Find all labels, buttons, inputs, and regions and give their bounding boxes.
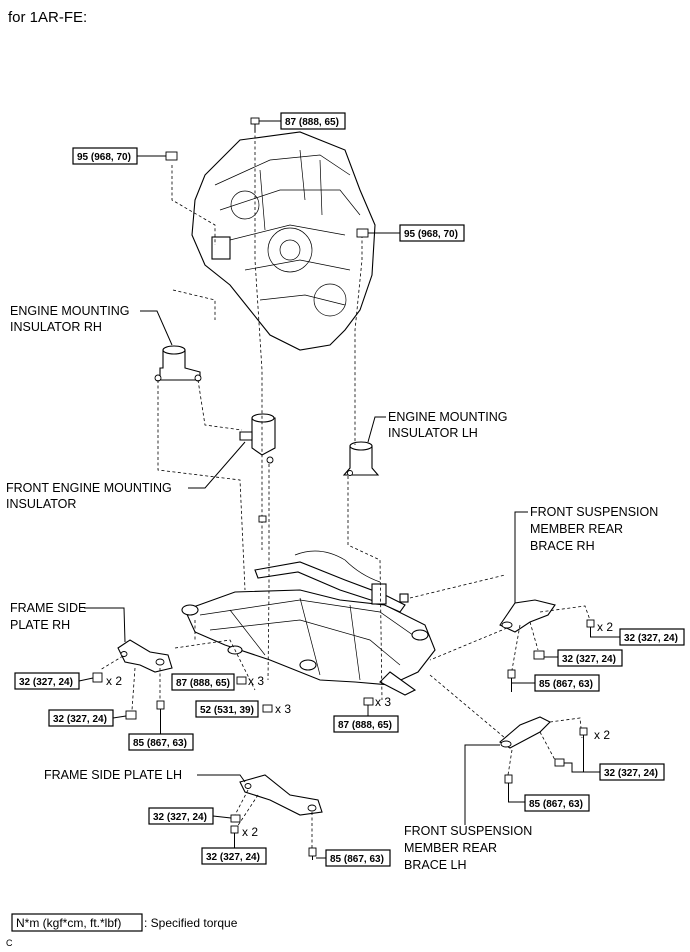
nut-icon bbox=[262, 704, 273, 713]
torque-callouts: 87 (888, 65) 95 (968, 70) 95 (968, 70) 8… bbox=[14, 112, 685, 867]
label-frame-side-plate-rh-1: FRAME SIDE bbox=[10, 601, 86, 615]
nut-icon bbox=[236, 676, 247, 685]
torque-87-center: 87 (888, 65) bbox=[176, 678, 230, 689]
label-engine-mounting-insulator-lh-2: INSULATOR LH bbox=[388, 426, 478, 440]
label-engine-mounting-insulator-rh-2: INSULATOR RH bbox=[10, 320, 102, 334]
torque-box bbox=[201, 847, 267, 865]
torque-box bbox=[171, 673, 235, 691]
engine-assembly bbox=[191, 131, 376, 351]
bolt-icon bbox=[504, 774, 513, 784]
bolt-icon bbox=[308, 847, 317, 857]
label-rear-brace-lh-3: BRACE LH bbox=[404, 858, 467, 872]
bolt-icon bbox=[586, 619, 595, 628]
frame-side-plate-rh-part bbox=[117, 639, 173, 673]
page-title: for 1AR-FE: bbox=[8, 9, 87, 26]
torque-box bbox=[280, 112, 346, 130]
torque-32-brace-rh-a: 32 (327, 24) bbox=[624, 633, 678, 644]
torque-box bbox=[599, 763, 665, 781]
front-suspension-member bbox=[181, 589, 436, 696]
multiplier-x2-frame-rh: x 2 bbox=[106, 674, 122, 688]
torque-box bbox=[399, 224, 465, 242]
torque-box bbox=[333, 715, 399, 733]
torque-32-brace-lh: 32 (327, 24) bbox=[604, 768, 658, 779]
multiplier-x3-lower: x 3 bbox=[375, 695, 391, 709]
nut-icon bbox=[356, 228, 369, 238]
torque-95-left: 95 (968, 70) bbox=[77, 152, 131, 163]
torque-95-right: 95 (968, 70) bbox=[404, 229, 458, 240]
label-engine-mounting-insulator-rh-1: ENGINE MOUNTING bbox=[10, 304, 129, 318]
torque-52-center: 52 (531, 39) bbox=[200, 705, 254, 716]
multiplier-x3-b: x 3 bbox=[275, 702, 291, 716]
legend-box bbox=[11, 913, 143, 932]
label-rear-brace-lh-2: MEMBER REAR bbox=[404, 841, 497, 855]
torque-box bbox=[557, 649, 623, 667]
torque-32-frame-rh-a: 32 (327, 24) bbox=[19, 677, 73, 688]
multiplier-x3-a: x 3 bbox=[248, 674, 264, 688]
engine-mounting-insulator-lh-part bbox=[342, 441, 380, 476]
bolt-icon bbox=[230, 825, 239, 834]
nut-icon bbox=[165, 151, 178, 161]
bolt-icon bbox=[250, 117, 260, 125]
nut-icon bbox=[125, 710, 137, 720]
torque-85-brace-lh: 85 (867, 63) bbox=[529, 799, 583, 810]
torque-87-lower: 87 (888, 65) bbox=[338, 720, 392, 731]
label-rear-brace-rh-1: FRONT SUSPENSION bbox=[530, 505, 658, 519]
part-labels: ENGINE MOUNTING INSULATOR RH ENGINE MOUN… bbox=[6, 304, 658, 872]
bolt-icon bbox=[507, 669, 516, 679]
torque-85-brace-rh: 85 (867, 63) bbox=[539, 679, 593, 690]
nut-icon bbox=[92, 672, 103, 683]
label-frame-side-plate-rh-2: PLATE RH bbox=[10, 618, 70, 632]
label-frame-side-plate-lh: FRAME SIDE PLATE LH bbox=[44, 768, 182, 782]
bolt-icon bbox=[258, 515, 267, 523]
torque-box bbox=[524, 794, 590, 812]
alignment-lines bbox=[99, 130, 591, 848]
legend-text: : Specified torque bbox=[144, 916, 238, 930]
engine-mounting-insulator-rh-part bbox=[154, 345, 202, 382]
nut-icon bbox=[554, 758, 565, 767]
label-front-engine-mounting-insulator-1: FRONT ENGINE MOUNTING bbox=[6, 481, 172, 495]
legend-unit: N*m (kgf*cm, ft.*lbf) bbox=[16, 916, 121, 930]
steering-gear-rack bbox=[254, 550, 409, 613]
frame-side-plate-lh-part bbox=[239, 774, 323, 816]
corner-code: C bbox=[6, 938, 13, 948]
front-suspension-member-rear-brace-rh-part bbox=[499, 599, 556, 633]
torque-box bbox=[534, 674, 600, 692]
label-rear-brace-rh-2: MEMBER REAR bbox=[530, 522, 623, 536]
multiplier-x2-brace-rh: x 2 bbox=[597, 620, 613, 634]
torque-32-frame-lh-b: 32 (327, 24) bbox=[206, 852, 260, 863]
front-suspension-member-rear-brace-lh-part bbox=[499, 716, 551, 749]
torque-85-frame-rh: 85 (867, 63) bbox=[133, 738, 187, 749]
label-engine-mounting-insulator-lh-1: ENGINE MOUNTING bbox=[388, 410, 507, 424]
torque-box bbox=[619, 628, 685, 646]
nut-icon bbox=[230, 814, 241, 823]
nut-icon bbox=[363, 697, 374, 706]
legend: N*m (kgf*cm, ft.*lbf) : Specified torque… bbox=[6, 913, 238, 948]
label-rear-brace-lh-1: FRONT SUSPENSION bbox=[404, 824, 532, 838]
fasteners bbox=[92, 117, 595, 860]
label-front-engine-mounting-insulator-2: INSULATOR bbox=[6, 497, 76, 511]
multiplier-x2-brace-lh: x 2 bbox=[594, 728, 610, 742]
bolt-icon bbox=[156, 700, 165, 710]
torque-box bbox=[195, 700, 259, 718]
torque-85-frame-lh: 85 (867, 63) bbox=[330, 854, 384, 865]
torque-32-frame-rh-b: 32 (327, 24) bbox=[53, 714, 107, 725]
nut-icon bbox=[533, 650, 545, 660]
label-rear-brace-rh-3: BRACE RH bbox=[530, 539, 595, 553]
bolt-icon bbox=[579, 727, 588, 736]
torque-32-frame-lh-a: 32 (327, 24) bbox=[153, 812, 207, 823]
torque-box bbox=[325, 849, 391, 867]
front-engine-mounting-insulator-part bbox=[239, 413, 276, 464]
torque-32-brace-rh-b: 32 (327, 24) bbox=[562, 654, 616, 665]
multiplier-x2-frame-lh: x 2 bbox=[242, 825, 258, 839]
torque-87-top: 87 (888, 65) bbox=[285, 117, 339, 128]
